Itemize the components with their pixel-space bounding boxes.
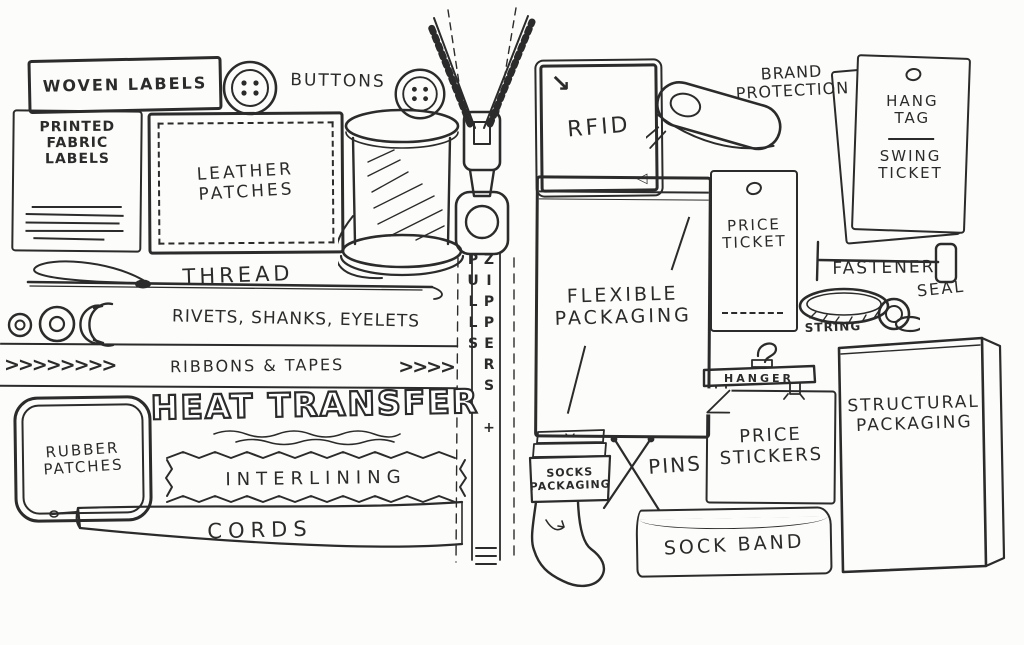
chevron-arrows-icon: >>>>>>>>: [3, 353, 116, 377]
ribbons-tapes-label: RIBBONS & TAPES: [169, 354, 345, 377]
rfid-card: ↘ RFID ◁: [534, 58, 664, 198]
heat-transfer-label: HEAT TRANSFER: [149, 380, 480, 428]
fastener-icon: [815, 240, 958, 284]
needle-icon: [26, 260, 443, 300]
string-label: STRING: [804, 319, 862, 336]
buttons-label: BUTTONS: [290, 70, 386, 93]
brand-protection-label: BRAND PROTECTION: [735, 61, 850, 103]
security-tag-icon: [646, 81, 782, 151]
tag-divider: [888, 137, 935, 140]
zippers-pulls-label: ZIPPERS + PULLS: [465, 252, 497, 441]
ticket-dashed-line: [722, 312, 783, 314]
tag-hole-icon: [904, 66, 923, 83]
thread-label: THREAD: [182, 260, 294, 289]
zipper-icon: [428, 7, 536, 565]
printed-text-lines: [25, 205, 127, 241]
structural-packaging-box-icon: [837, 336, 1006, 574]
cords-label: CORDS: [207, 516, 313, 544]
tag-hole-icon: [744, 180, 764, 197]
price-stickers-label: PRICE STICKERS: [719, 423, 824, 470]
underline-squiggle-icon: [213, 430, 401, 446]
price-ticket-label: PRICE TICKET: [721, 215, 787, 253]
price-ticket-card: PRICE TICKET: [710, 170, 798, 332]
hang-tag-label: HANG TAG: [885, 92, 939, 128]
rivets-eyelets-icon: [7, 302, 115, 347]
structural-packaging-label: STRUCTURAL PACKAGING: [847, 392, 981, 437]
sock-icon: [528, 429, 612, 588]
button-icon: [222, 60, 278, 116]
pins-icon: [602, 435, 661, 512]
printed-fabric-labels-label: PRINTED FABRIC LABELS: [39, 118, 116, 168]
hang-tag-stack: HANG TAG SWING TICKET: [830, 54, 974, 246]
hang-tag-card: HANG TAG SWING TICKET: [850, 54, 972, 234]
socks-packaging-label: SOCKS PACKAGING: [529, 465, 611, 494]
woven-labels-label: WOVEN LABELS: [42, 73, 208, 96]
sock-band-card: SOCK BAND: [635, 506, 833, 578]
sock-band-label: SOCK BAND: [663, 530, 805, 560]
rivets-label: RIVETS, SHANKS, EYELETS: [171, 306, 421, 332]
price-stickers-card: PRICE STICKERS: [705, 388, 837, 505]
pins-label: PINS: [647, 450, 703, 479]
swing-ticket-label: SWING TICKET: [877, 146, 943, 182]
seal-label: SEAL: [916, 276, 966, 301]
flexible-packaging-bag: FLEXIBLE PACKAGING: [534, 175, 712, 439]
thread-spool-icon: [338, 108, 465, 280]
interlining-box: INTERLINING: [163, 448, 469, 510]
leather-patches-label: LEATHER PATCHES: [196, 159, 296, 205]
zigzag-border-icon: [165, 451, 467, 503]
woven-labels-banner: WOVEN LABELS: [27, 55, 223, 115]
peeled-corner-icon: [705, 388, 732, 415]
string-seal-icon: [798, 287, 920, 333]
hanger-label: HANGER: [724, 371, 794, 385]
cord-icon: [49, 500, 464, 548]
flexible-packaging-label: FLEXIBLE PACKAGING: [554, 282, 693, 330]
printed-fabric-labels-card: PRINTED FABRIC LABELS: [11, 109, 143, 253]
leather-patches-card: LEATHER PATCHES: [147, 111, 345, 255]
